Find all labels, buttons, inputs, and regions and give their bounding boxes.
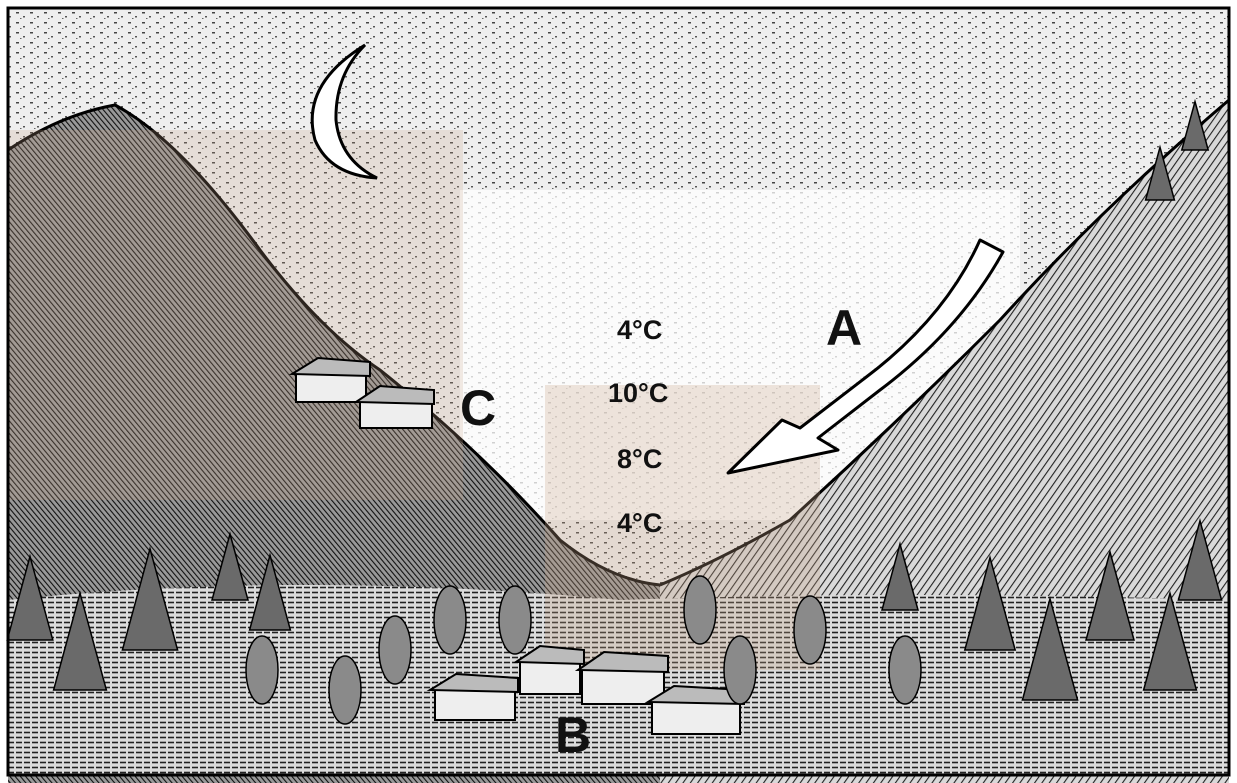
round-tree-icon [499, 586, 531, 654]
round-tree-icon [684, 576, 716, 644]
round-tree-icon [379, 616, 411, 684]
temperature-label: 8°C [617, 446, 662, 473]
round-tree-icon [329, 656, 361, 724]
round-tree-icon [724, 636, 756, 704]
label-c: C [460, 383, 496, 433]
house-icon [578, 652, 668, 704]
label-a: A [826, 303, 862, 353]
round-tree-icon [889, 636, 921, 704]
house-icon [430, 674, 518, 720]
label-b: B [555, 710, 591, 760]
temperature-label: 4°C [617, 317, 662, 344]
temperature-label: 10°C [608, 380, 668, 407]
overlay-patch-left [8, 130, 463, 500]
round-tree-icon [794, 596, 826, 664]
round-tree-icon [246, 636, 278, 704]
temperature-label: 4°C [617, 510, 662, 537]
round-tree-icon [434, 586, 466, 654]
